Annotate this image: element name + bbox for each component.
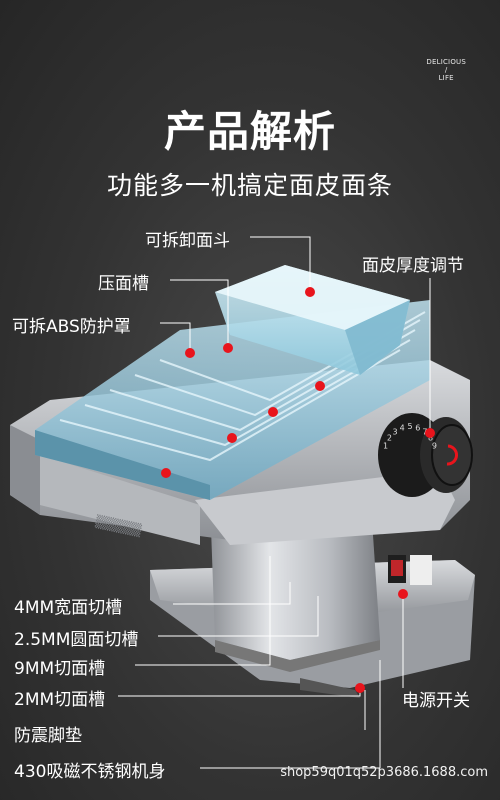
knob-number: 2 [387, 434, 392, 443]
label-hopper: 可拆卸面斗 [145, 231, 230, 251]
brand-line1: DELICIOUS [426, 58, 466, 66]
shop-url: shop59q01q52p3686.1688.com [280, 765, 488, 780]
label-cut-4mm: 4MM宽面切槽 [14, 598, 123, 618]
leader-abs-cover [160, 322, 191, 353]
knob-number: 9 [432, 442, 437, 451]
knob-number: 5 [407, 422, 412, 431]
brand-slash: / [444, 66, 448, 74]
leader-cut-4mm [173, 582, 291, 605]
knob-number: 4 [400, 423, 405, 432]
leader-press-groove [170, 279, 229, 348]
leader-cut-2-5mm [158, 596, 319, 637]
leader-hopper [250, 236, 311, 292]
label-press-groove: 压面槽 [98, 274, 149, 294]
power-switch [388, 555, 432, 585]
label-abs-cover: 可拆ABS防护罩 [12, 317, 131, 337]
knob-number: 1 [383, 442, 388, 451]
label-cut-9mm: 9MM切面槽 [14, 659, 106, 679]
marker-cut-c [227, 433, 237, 443]
label-thickness: 面皮厚度调节 [362, 256, 464, 276]
brand-line2: LIFE [438, 74, 454, 82]
marker-cut-d [161, 468, 171, 478]
label-body: 430吸磁不锈钢机身 [14, 762, 166, 782]
marker-thickness [425, 428, 435, 438]
marker-press-groove [223, 343, 233, 353]
label-feet: 防震脚垫 [14, 726, 82, 746]
label-power: 电源开关 [402, 691, 470, 711]
marker-abs-cover [185, 348, 195, 358]
label-cut-2mm: 2MM切面槽 [14, 690, 106, 710]
page-title: 产品解析 [163, 107, 336, 156]
marker-feet [355, 683, 365, 693]
knob-number: 8 [428, 434, 433, 443]
leader-lines [118, 236, 431, 769]
leader-body [200, 660, 381, 769]
marker-cut-a [315, 381, 325, 391]
knob-number: 6 [415, 423, 420, 432]
page-subtitle: 功能多一机搞定面皮面条 [106, 171, 393, 200]
label-cut-2-5mm: 2.5MM圆面切槽 [14, 630, 139, 650]
leader-cut-9mm [135, 556, 271, 666]
dough-hopper [215, 265, 410, 375]
brand-logo: DELICIOUS / LIFE [426, 58, 466, 82]
marker-cut-b [268, 407, 278, 417]
knob-number: 3 [393, 427, 398, 436]
marker-power [398, 589, 408, 599]
markers [161, 287, 435, 693]
marker-hopper [305, 287, 315, 297]
knob-number: 7 [422, 427, 427, 436]
